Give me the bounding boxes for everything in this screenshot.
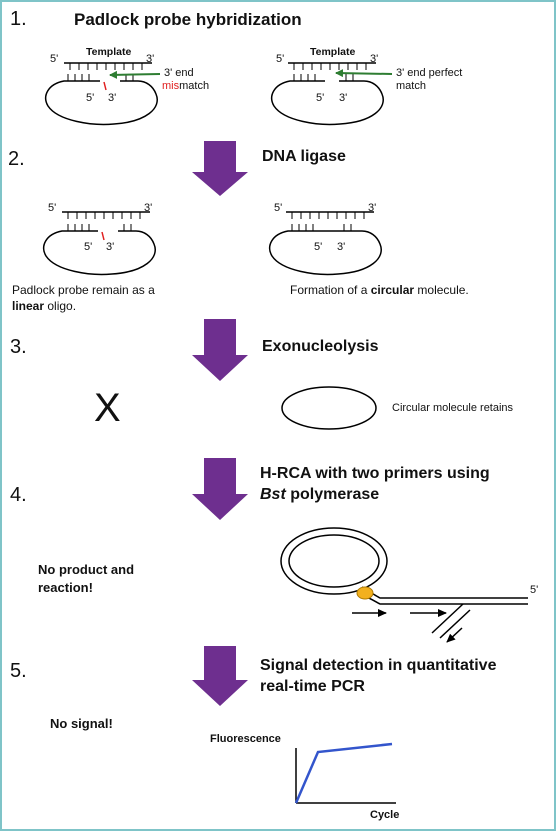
three-prime-end-label: 3' end bbox=[164, 67, 194, 79]
three-prime-label: 3' bbox=[337, 241, 346, 253]
probe-perfect bbox=[270, 62, 393, 126]
step-1-number: 1. bbox=[10, 8, 27, 30]
five-prime-label: 5' bbox=[274, 202, 283, 214]
five-prime-label: 5' bbox=[50, 53, 59, 65]
five-prime-label: 5' bbox=[530, 584, 539, 596]
step-3-number: 3. bbox=[10, 336, 27, 358]
x-mark: X bbox=[94, 386, 121, 430]
match-text: match bbox=[179, 80, 210, 92]
fluorescence-curve bbox=[294, 742, 393, 804]
circular-pre: Formation of a bbox=[290, 283, 371, 297]
step-arrow bbox=[192, 646, 248, 706]
polymerase-enzyme bbox=[356, 586, 374, 600]
perfect-match-label: 3' end perfect bbox=[396, 67, 463, 79]
five-prime-label: 5' bbox=[314, 241, 323, 253]
step-2-number: 2. bbox=[8, 148, 25, 170]
probe-mismatch bbox=[44, 62, 161, 126]
five-prime-label: 5' bbox=[316, 92, 325, 104]
y-axis-label: Fluorescence bbox=[210, 733, 281, 745]
perfect-match-label-2: match bbox=[396, 80, 426, 92]
mis-text: mis bbox=[162, 80, 180, 92]
template-label: Template bbox=[310, 46, 356, 58]
rca-amplification bbox=[280, 527, 528, 643]
template-ticks bbox=[293, 63, 367, 70]
pointer-arrow bbox=[335, 69, 393, 78]
primer-arrow bbox=[446, 627, 463, 643]
five-prime-label: 5' bbox=[276, 53, 285, 65]
probe-loop bbox=[44, 80, 158, 126]
five-prime-label: 5' bbox=[84, 241, 93, 253]
step-5-number: 5. bbox=[10, 660, 27, 682]
three-prime-label: 3' bbox=[108, 92, 117, 104]
step-arrow bbox=[192, 319, 248, 381]
step-3-title: Exonucleolysis bbox=[262, 338, 379, 355]
step-4-number: 4. bbox=[10, 484, 27, 506]
step-5-title: Signal detection in quantitative bbox=[260, 657, 497, 674]
step-4-title: H-RCA with two primers using bbox=[260, 465, 490, 482]
step-4-title-2: Bst polymerase bbox=[260, 486, 379, 504]
probe-linear bbox=[42, 211, 156, 276]
mismatch-end bbox=[103, 81, 107, 91]
three-prime-label: 3' bbox=[339, 92, 348, 104]
three-prime-label: 3' bbox=[106, 241, 115, 253]
linear-word: linear bbox=[12, 299, 45, 313]
step-arrow bbox=[192, 458, 248, 520]
circular-word: circular bbox=[370, 283, 415, 297]
circular-retains-caption: Circular molecule retains bbox=[392, 402, 514, 414]
probe-loop bbox=[270, 80, 384, 126]
linear-caption: Padlock probe remain as a bbox=[12, 283, 155, 297]
three-prime-label: 3' bbox=[368, 202, 377, 214]
step-1-title: Padlock probe hybridization bbox=[74, 10, 302, 29]
linear-caption-2: linear oligo. bbox=[12, 299, 76, 313]
template-label: Template bbox=[86, 46, 132, 58]
bst-word: Bst bbox=[260, 486, 286, 503]
five-prime-label: 5' bbox=[86, 92, 95, 104]
no-product-caption: No product and bbox=[38, 562, 135, 577]
linear-rest: oligo. bbox=[44, 299, 77, 313]
template-ticks bbox=[69, 63, 143, 70]
three-prime-label: 3' bbox=[144, 202, 153, 214]
displaced-strand bbox=[439, 609, 471, 639]
five-prime-label: 5' bbox=[48, 202, 57, 214]
displaced-strand bbox=[431, 603, 464, 634]
no-product-caption-2: reaction! bbox=[38, 580, 93, 595]
three-prime-label: 3' bbox=[370, 53, 379, 65]
probe-ticks bbox=[293, 74, 354, 81]
x-axis-label: Cycle bbox=[370, 809, 400, 821]
pointer-arrow bbox=[109, 70, 161, 79]
fluorescence-plot bbox=[294, 742, 396, 804]
circular-caption: Formation of a circular molecule. bbox=[290, 283, 469, 297]
no-signal-caption: No signal! bbox=[50, 716, 113, 731]
probe-circular bbox=[268, 211, 382, 276]
step-arrow bbox=[192, 141, 248, 196]
mismatch-label: mismatch bbox=[162, 80, 209, 92]
circular-post: molecule. bbox=[414, 283, 469, 297]
polymerase-word: polymerase bbox=[285, 486, 380, 503]
step-5-title-2: real-time PCR bbox=[260, 678, 365, 695]
three-prime-label: 3' bbox=[146, 53, 155, 65]
step-2-title: DNA ligase bbox=[262, 148, 346, 165]
circular-molecule bbox=[281, 386, 377, 430]
